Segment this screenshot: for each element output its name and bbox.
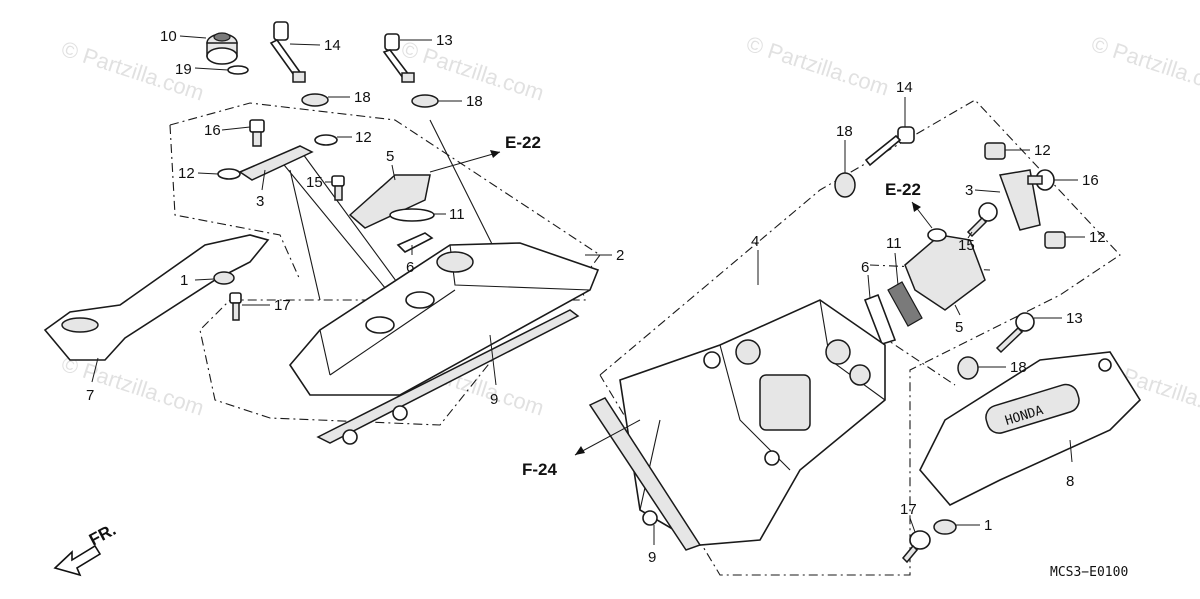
head-cover-gasket-left: [316, 309, 580, 444]
left-assembly: 10 19 14 13 18 18 16 12 12 3 15 5 11: [43, 21, 624, 445]
callout-12: 12: [355, 129, 372, 146]
left-callouts: 10 19 14 13 18 18 16 12 12 3 15 5 11: [86, 28, 624, 408]
right-callouts: 14 18 12 3 16 15 12 11 6 4 5 13 18: [648, 79, 1106, 566]
callout-17: 17: [274, 297, 291, 314]
reference-label: E-22: [505, 133, 541, 152]
grommet: [301, 93, 329, 107]
gasket-grommets: [342, 405, 408, 445]
callout-1: 1: [180, 272, 188, 289]
callout-9: 9: [490, 391, 498, 408]
callout-9: 9: [648, 549, 656, 566]
head-cover-left: [288, 242, 600, 396]
callout-3: 3: [965, 182, 973, 199]
washer: [217, 168, 241, 180]
breather-separator: [863, 293, 897, 345]
callout-18: 18: [836, 123, 853, 140]
grommet-1: [933, 519, 957, 535]
oil-filler-cap: [206, 32, 238, 65]
callout-6: 6: [406, 259, 414, 276]
front-label: FR.: [86, 520, 119, 550]
bolt-14: [864, 126, 915, 167]
bolt-13: [382, 33, 415, 83]
diagram-code: MCS3−E0100: [1050, 565, 1128, 580]
front-direction-indicator: FR.: [53, 520, 119, 577]
callout-10: 10: [160, 28, 177, 45]
breather-separator: [396, 232, 434, 253]
callout-13: 13: [436, 32, 453, 49]
bracket-3: [238, 145, 314, 181]
grommet-1: [213, 271, 235, 285]
grommet: [411, 94, 439, 108]
watermark: © Partzilla.com: [743, 31, 892, 101]
washer: [1044, 231, 1066, 249]
callout-14: 14: [896, 79, 913, 96]
breather-gasket: [389, 208, 435, 222]
center-cover-recess: [61, 317, 99, 333]
reference-label: F-24: [522, 460, 558, 479]
o-ring: [227, 65, 249, 75]
center-cover-left: [43, 234, 270, 361]
breather-gasket: [887, 281, 923, 327]
callout-17: 17: [900, 501, 917, 518]
callout-3: 3: [256, 193, 264, 210]
washer: [314, 134, 338, 146]
watermark: © Partzilla.com: [1088, 31, 1200, 101]
grommet: [834, 172, 856, 198]
head-cover-gasket-right: [588, 397, 702, 551]
callout-16: 16: [1082, 172, 1099, 189]
callout-4: 4: [751, 233, 759, 250]
callout-18: 18: [1010, 359, 1027, 376]
callout-5: 5: [386, 148, 394, 165]
breather-nozzle: [927, 228, 947, 242]
right-assembly: HONDA 14 18 12 3 16 15: [522, 79, 1142, 576]
bolt-16: [249, 119, 265, 147]
breather-cover: [348, 174, 431, 229]
guide-line: [279, 119, 501, 301]
callout-15: 15: [306, 174, 323, 191]
callout-2: 2: [616, 247, 624, 264]
callout-6: 6: [861, 259, 869, 276]
reference-label: E-22: [885, 180, 921, 199]
callout-12: 12: [1089, 229, 1106, 246]
watermark: © Partzilla.com: [58, 351, 207, 421]
reference-e22-left: E-22: [429, 133, 541, 173]
center-cover-right: HONDA: [919, 351, 1142, 506]
callout-15: 15: [958, 237, 975, 254]
bolt-17: [229, 292, 242, 321]
left-assembly-outline-2: [169, 124, 301, 281]
washer: [984, 142, 1006, 160]
bolt-14: [269, 21, 306, 83]
bolt-17: [901, 530, 931, 564]
bracket-3: [998, 169, 1041, 231]
callout-14: 14: [324, 37, 341, 54]
reference-e22-right: E-22: [885, 180, 933, 229]
bolt-16: [1027, 169, 1055, 191]
reference-f24: F-24: [522, 419, 641, 479]
callout-18: 18: [466, 93, 483, 110]
callout-18: 18: [354, 89, 371, 106]
callout-7: 7: [86, 387, 94, 404]
callout-1: 1: [984, 517, 992, 534]
callout-13: 13: [1066, 310, 1083, 327]
callout-12: 12: [1034, 142, 1051, 159]
callout-12: 12: [178, 165, 195, 182]
bolt-13: [995, 312, 1035, 354]
callout-16: 16: [204, 122, 221, 139]
callout-8: 8: [1066, 473, 1074, 490]
bolt-15: [331, 175, 345, 201]
callout-11: 11: [449, 206, 465, 223]
grommet: [957, 356, 979, 380]
bolt-15: [966, 202, 998, 238]
callout-11: 11: [886, 235, 902, 252]
callout-5: 5: [955, 319, 963, 336]
callout-19: 19: [175, 61, 192, 78]
head-cover-right: [619, 299, 886, 546]
